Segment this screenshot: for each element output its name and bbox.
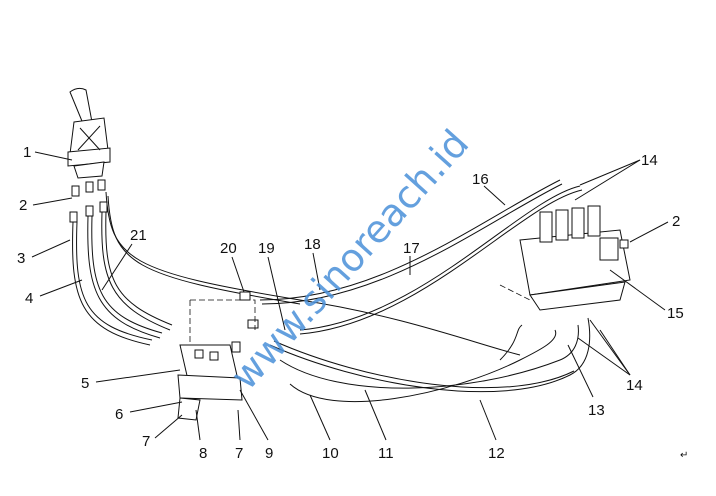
label-10: 10 [322,445,339,462]
label-19: 19 [258,240,275,257]
hoses [72,179,591,402]
label-12: 12 [488,445,505,462]
label-20: 20 [220,240,237,257]
label-21: 21 [130,227,147,244]
label-2: 2 [19,197,27,214]
label-1: 1 [23,144,31,161]
label-2-valve: 2 [672,213,680,230]
control-valve [519,205,631,311]
label-18: 18 [304,236,321,253]
label-9: 9 [265,445,273,462]
label-17: 17 [403,240,420,257]
leader-lines [31,151,669,441]
label-4: 4 [25,290,33,307]
label-11: 11 [378,445,394,462]
joystick-assembly [67,87,111,179]
label-8: 8 [199,445,207,462]
label-3: 3 [17,250,25,267]
pilot-block [177,291,259,421]
label-16: 16 [472,171,489,188]
paragraph-mark: ↵ [680,450,688,461]
label-14-bottom: 14 [626,377,643,394]
label-5: 5 [81,375,89,392]
watermark: www.sinoreach.id [222,121,477,398]
label-6: 6 [115,406,123,423]
label-7: 7 [142,433,150,450]
label-7b: 7 [235,445,243,462]
label-15: 15 [667,305,684,322]
label-13: 13 [588,402,605,419]
label-14-top: 14 [641,152,658,169]
